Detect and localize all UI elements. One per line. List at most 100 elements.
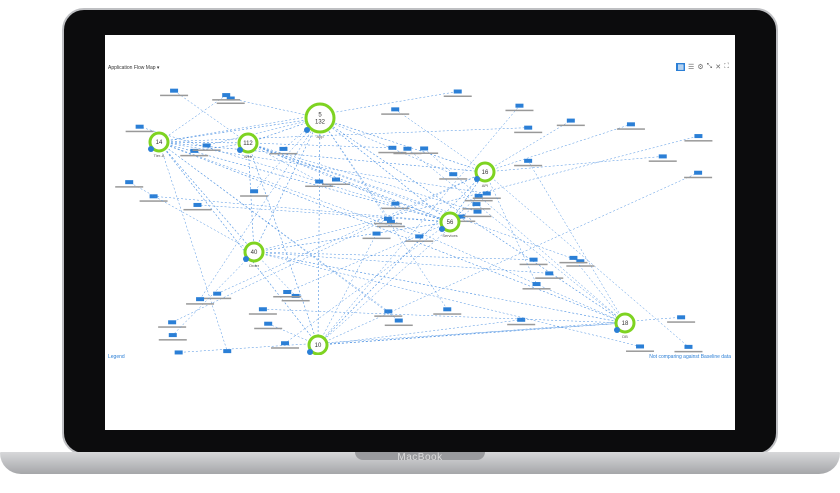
flow-map[interactable]: 14Tier-A112Web5132App16API56Services40Or… (105, 35, 735, 355)
flow-edge[interactable] (172, 171, 486, 323)
flow-edge[interactable] (253, 251, 550, 274)
flow-edge[interactable] (247, 142, 581, 262)
settings-icon[interactable]: ⚙ (697, 64, 704, 71)
backend-badge[interactable] (174, 350, 183, 355)
backend-badge[interactable] (168, 333, 177, 338)
collapse-icon[interactable]: ⤡ (706, 63, 713, 70)
backend-badge[interactable] (264, 321, 273, 326)
backend-badge[interactable] (457, 214, 466, 219)
backend-badge[interactable] (279, 146, 288, 151)
flow-edge[interactable] (335, 179, 451, 223)
flow-edge[interactable] (319, 117, 626, 324)
flow-edge[interactable] (247, 142, 396, 204)
fit-icon[interactable]: ✕ (715, 64, 722, 71)
flow-edge[interactable] (158, 141, 249, 144)
backend-badge[interactable] (196, 297, 205, 302)
backend-badge[interactable] (391, 107, 400, 112)
flow-edge[interactable] (178, 322, 626, 353)
backend-badge[interactable] (566, 118, 575, 123)
backend-badge[interactable] (315, 179, 324, 184)
legend-link[interactable]: Legend (108, 354, 125, 360)
flow-edge[interactable] (247, 142, 255, 253)
tier-node[interactable] (439, 211, 461, 233)
fullscreen-icon[interactable]: ⛶ (724, 63, 729, 70)
backend-badge[interactable] (202, 143, 211, 148)
backend-badge[interactable] (332, 177, 341, 182)
flow-edge[interactable] (158, 117, 321, 143)
backend-badge[interactable] (576, 259, 585, 264)
flow-edge[interactable] (253, 251, 626, 324)
backend-badge[interactable] (281, 341, 290, 346)
backend-badge[interactable] (391, 201, 400, 206)
flow-edge[interactable] (158, 141, 626, 324)
grid-view-icon[interactable]: ☰ (688, 64, 695, 71)
flowmap-view-icon[interactable]: ▦ (676, 63, 686, 71)
backend-badge[interactable] (394, 318, 403, 323)
flow-edge[interactable] (407, 148, 626, 324)
backend-badge[interactable] (135, 124, 144, 129)
backend-badge[interactable] (386, 219, 395, 224)
flow-edge[interactable] (158, 141, 486, 173)
backend-badge[interactable] (193, 202, 202, 207)
flow-edge[interactable] (387, 218, 626, 324)
flow-edge[interactable] (317, 322, 626, 346)
flow-edge[interactable] (247, 142, 393, 149)
flow-edge[interactable] (484, 171, 689, 348)
backend-badge[interactable] (258, 307, 267, 312)
tier-node[interactable] (148, 131, 170, 153)
flow-edge[interactable] (199, 117, 321, 300)
flow-edge[interactable] (217, 171, 486, 294)
flow-edge[interactable] (287, 221, 451, 293)
flow-edge[interactable] (527, 160, 626, 324)
backend-badge[interactable] (677, 315, 686, 320)
flow-edge[interactable] (230, 98, 321, 119)
backend-badge[interactable] (388, 145, 397, 150)
backend-badge[interactable] (372, 231, 381, 236)
backend-badge[interactable] (636, 344, 645, 349)
flow-edge[interactable] (247, 142, 320, 182)
flow-edge[interactable] (172, 251, 255, 336)
backend-badge[interactable] (658, 154, 667, 159)
backend-badge[interactable] (291, 293, 300, 298)
flow-edge[interactable] (158, 141, 255, 253)
backend-badge[interactable] (226, 96, 235, 101)
backend-badge[interactable] (449, 172, 458, 177)
flow-edge[interactable] (573, 257, 626, 324)
backend-badge[interactable] (443, 307, 452, 312)
backend-badge[interactable] (250, 189, 259, 194)
flow-edge[interactable] (284, 221, 451, 344)
tier-node[interactable] (614, 312, 636, 334)
backend-badge[interactable] (222, 93, 231, 98)
backend-badge[interactable] (529, 257, 538, 262)
backend-badge[interactable] (213, 291, 222, 296)
backend-badge[interactable] (524, 158, 533, 163)
backend-badge[interactable] (384, 309, 393, 314)
flow-edge[interactable] (253, 135, 699, 253)
flow-edge[interactable] (319, 117, 454, 175)
flow-edge[interactable] (317, 117, 321, 346)
flow-edge[interactable] (317, 105, 520, 346)
backend-badge[interactable] (626, 122, 635, 127)
flow-edge[interactable] (319, 117, 486, 173)
flow-edge[interactable] (158, 141, 487, 194)
flow-edge[interactable] (206, 117, 321, 146)
flow-edge[interactable] (247, 142, 451, 223)
backend-badge[interactable] (223, 349, 232, 354)
flow-edge[interactable] (247, 117, 321, 144)
flow-edge[interactable] (484, 156, 663, 173)
backend-badge[interactable] (453, 89, 462, 94)
backend-badge[interactable] (168, 320, 177, 325)
backend-badge[interactable] (472, 202, 481, 207)
flow-edge[interactable] (173, 90, 249, 144)
flow-edge[interactable] (158, 94, 227, 143)
backend-badge[interactable] (415, 234, 424, 239)
flow-edge[interactable] (158, 91, 458, 143)
backend-badge[interactable] (515, 103, 524, 108)
flow-edge[interactable] (153, 196, 451, 223)
backend-badge[interactable] (482, 191, 491, 196)
backend-badge[interactable] (149, 194, 158, 199)
backend-badge[interactable] (170, 88, 179, 93)
tier-node[interactable] (237, 132, 259, 154)
flow-edge[interactable] (319, 117, 451, 223)
tier-node[interactable] (304, 102, 336, 134)
